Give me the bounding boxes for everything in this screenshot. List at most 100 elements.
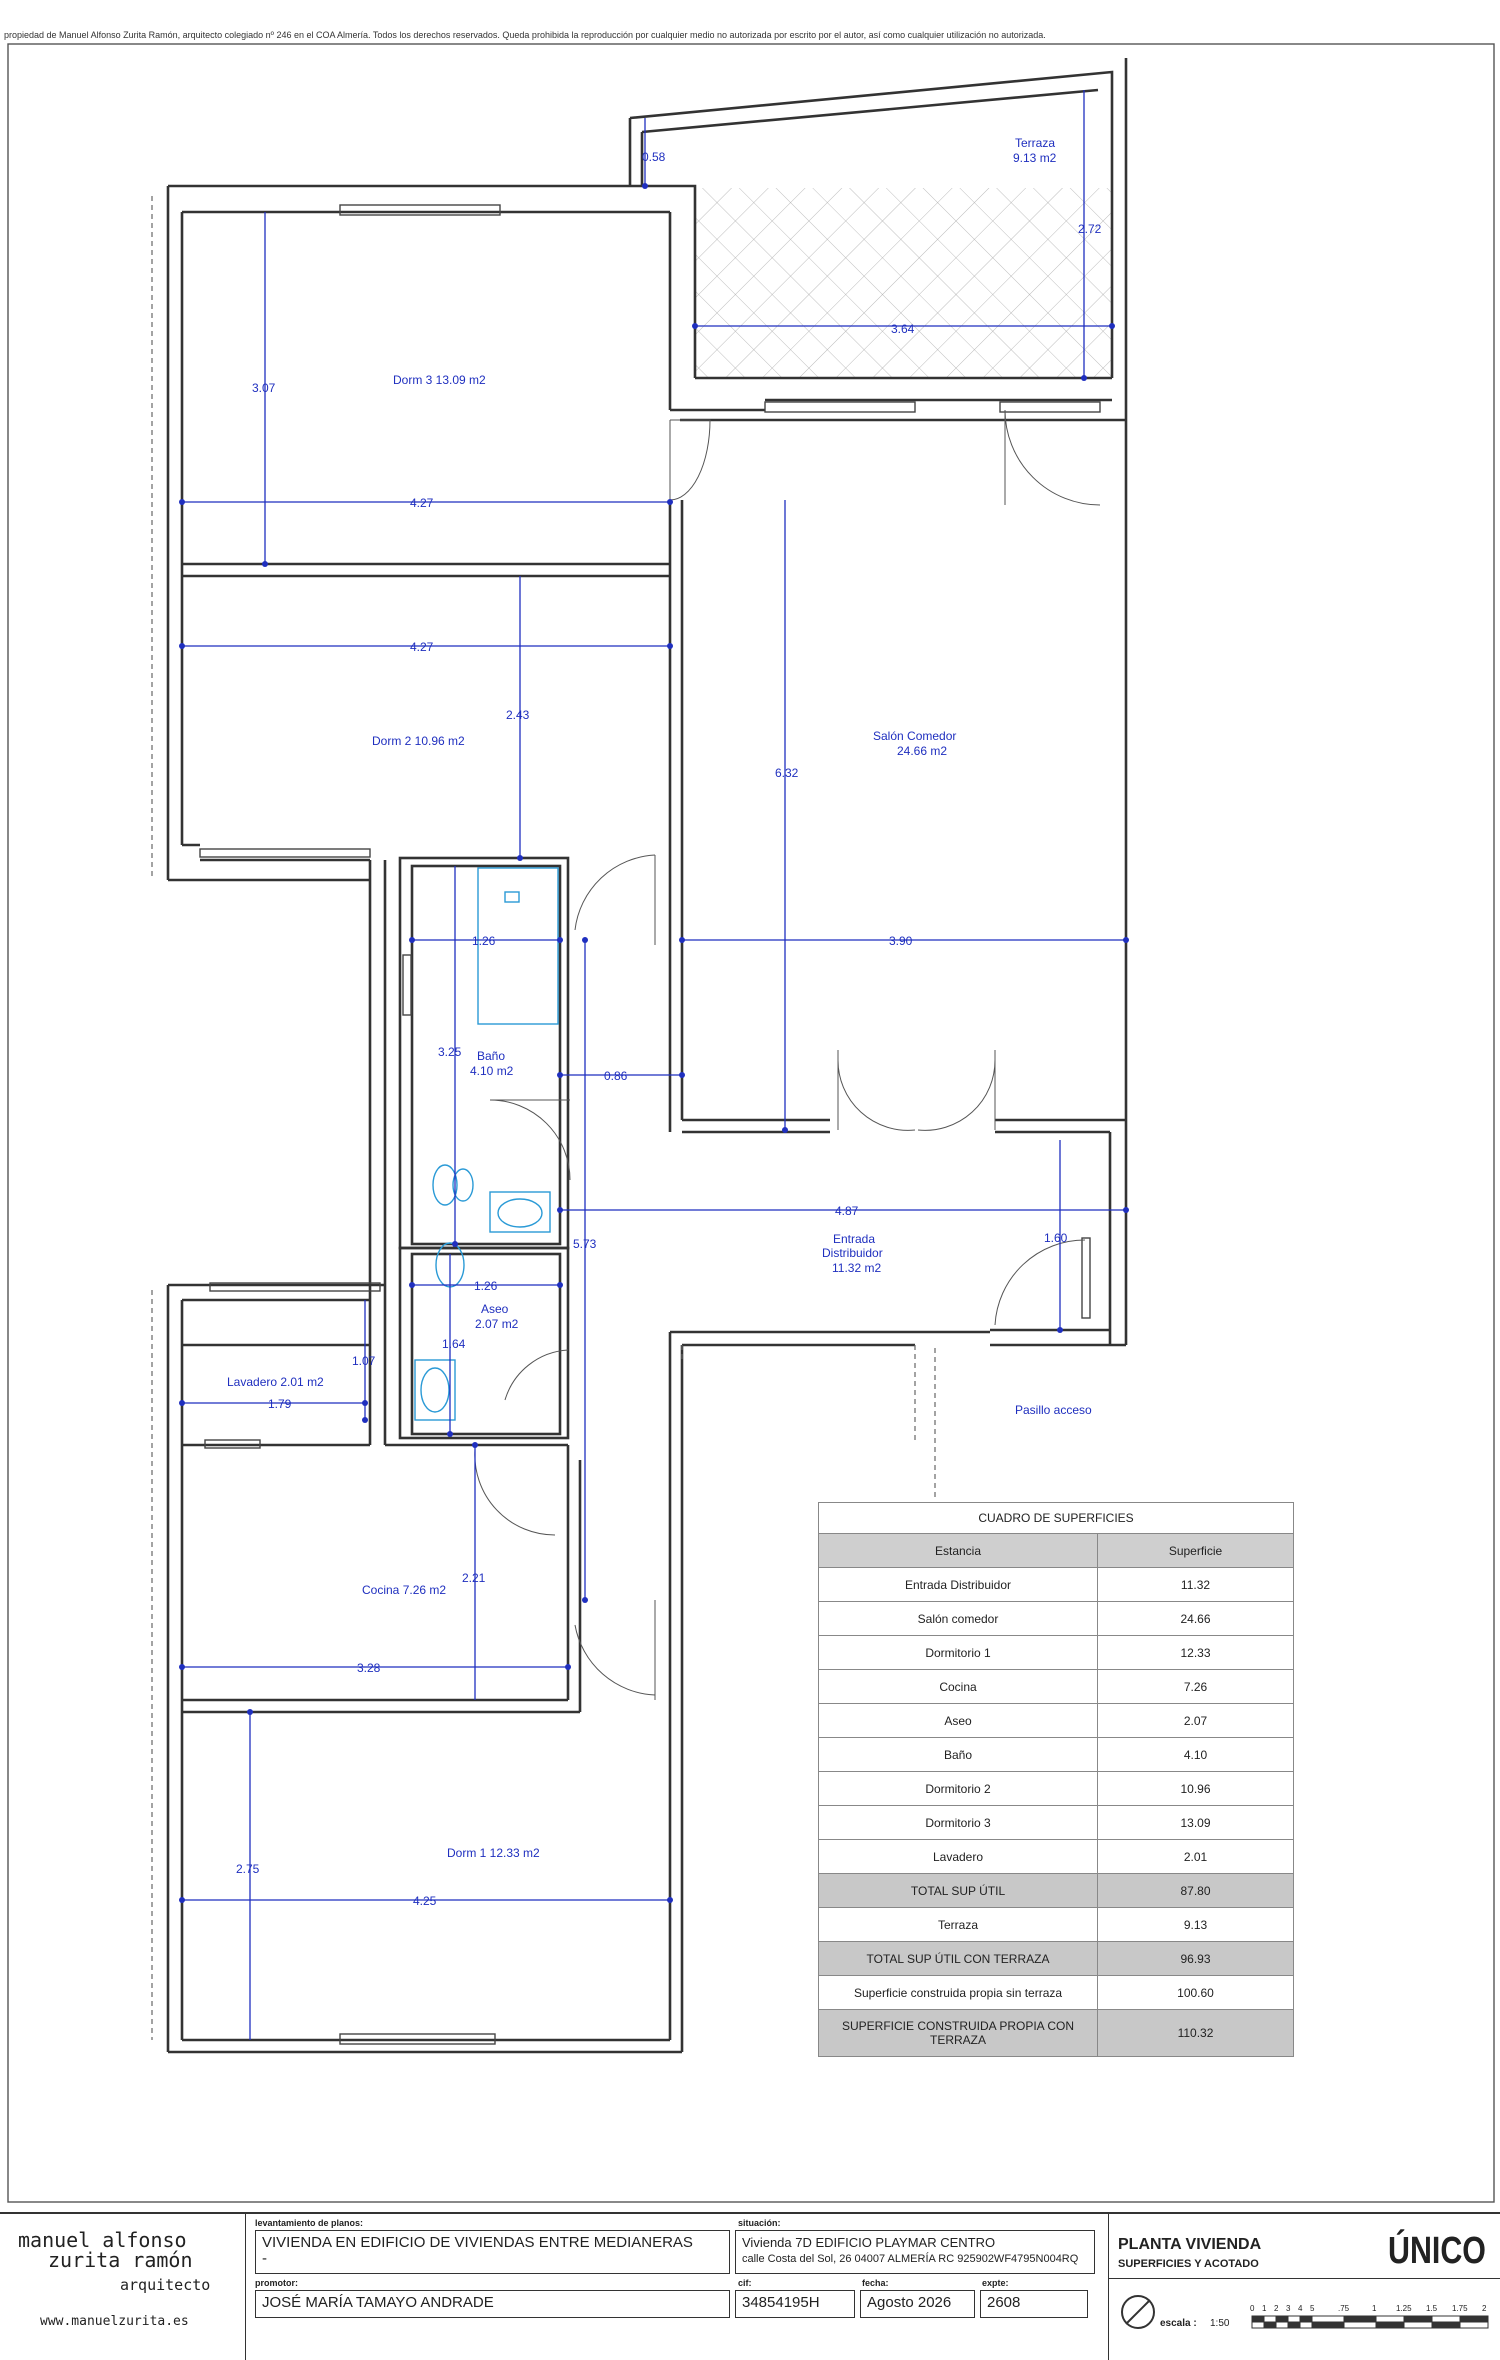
architect-website: www.manuelzurita.es xyxy=(40,2314,189,2329)
label-dorm1: Dorm 1 12.33 m2 xyxy=(447,1846,540,1860)
expte-field: 2608 xyxy=(980,2290,1088,2318)
dim-427b: 4.27 xyxy=(410,640,434,654)
label-cif: cif: xyxy=(738,2278,752,2288)
label-bano-name: Baño xyxy=(477,1049,505,1063)
promotor-field: JOSÉ MARÍA TAMAYO ANDRADE xyxy=(255,2290,730,2318)
scale-ticks: 0 1 2 3 4 5 .75 1 1.25 1.5 1.75 2 xyxy=(1250,2304,1490,2316)
scale-bar xyxy=(1251,2315,1489,2329)
dim-425: 4.25 xyxy=(413,1894,437,1908)
dashed-boundaries xyxy=(151,196,936,2040)
dim-179: 1.79 xyxy=(268,1397,292,1411)
label-entrada-area: 11.32 m2 xyxy=(832,1261,881,1275)
cif-field: 34854195H xyxy=(735,2290,855,2318)
label-bano-area: 4.10 m2 xyxy=(470,1064,514,1078)
dim-487: 4.87 xyxy=(835,1204,859,1218)
scale-tick: 0 xyxy=(1250,2304,1255,2313)
title-block: manuel alfonso zurita ramón arquitecto w… xyxy=(0,2212,1500,2360)
project-dash: - xyxy=(262,2250,267,2267)
dim-632: 6.32 xyxy=(775,766,799,780)
label-salon-name: Salón Comedor xyxy=(873,729,956,743)
table-head-superficie: Superficie xyxy=(1097,1533,1294,1568)
scale-tick: 4 xyxy=(1298,2304,1303,2313)
table-row-construida: Superficie construida propia sin terraza… xyxy=(818,1975,1294,2010)
bathroom-fixtures xyxy=(414,867,559,1421)
dim-160: 1.60 xyxy=(1044,1231,1068,1245)
project-field: VIVIENDA EN EDIFICIO DE VIVIENDAS ENTRE … xyxy=(255,2230,730,2274)
label-terraza-area: 9.13 m2 xyxy=(1013,151,1057,165)
escala-label: escala : xyxy=(1160,2318,1197,2329)
dim-107: 1.07 xyxy=(352,1354,376,1368)
label-entrada-2: Distribuidor xyxy=(822,1246,883,1260)
sheet-number: ÚNICO xyxy=(1388,2230,1486,2272)
escala-value: 1:50 xyxy=(1210,2318,1230,2329)
label-aseo-area: 2.07 m2 xyxy=(475,1317,519,1331)
situacion-line2: calle Costa del Sol, 26 04007 ALMERÍA RC… xyxy=(742,2253,1079,2265)
situacion-field: Vivienda 7D EDIFICIO PLAYMAR CENTRO call… xyxy=(735,2230,1095,2274)
label-levantamiento: levantamiento de planos: xyxy=(255,2218,364,2228)
table-title: CUADRO DE SUPERFICIES xyxy=(818,1502,1294,1534)
dim-573: 5.73 xyxy=(573,1237,597,1251)
label-fecha: fecha: xyxy=(862,2278,889,2288)
bath-block xyxy=(385,856,570,1447)
label-dorm2: Dorm 2 10.96 m2 xyxy=(372,734,465,748)
dim-390: 3.90 xyxy=(889,934,913,948)
label-expte: expte: xyxy=(982,2278,1009,2288)
dim-058: 0.58 xyxy=(642,150,666,164)
dim-307: 3.07 xyxy=(252,381,276,395)
scale-tick: 1.5 xyxy=(1426,2304,1438,2313)
architect-name-line2: zurita ramón xyxy=(48,2248,193,2272)
surfaces-table: CUADRO DE SUPERFICIES Estancia Superfici… xyxy=(818,1502,1294,2057)
label-cocina: Cocina 7.26 m2 xyxy=(362,1583,446,1597)
north-icon xyxy=(1121,2295,1155,2329)
dim-364: 3.64 xyxy=(891,322,915,336)
drawing-frame xyxy=(7,43,1495,2203)
label-situacion: situación: xyxy=(738,2218,781,2228)
architect-name-line1: manuel alfonso xyxy=(18,2228,187,2252)
label-terraza-name: Terraza xyxy=(1015,136,1055,150)
dim-164: 1.64 xyxy=(442,1337,466,1351)
scale-tick: 3 xyxy=(1286,2304,1291,2313)
dimension-lines xyxy=(182,90,1126,2040)
scale-tick: 1.75 xyxy=(1452,2304,1468,2313)
fecha-field: Agosto 2026 xyxy=(860,2290,975,2318)
scale-tick: 1.25 xyxy=(1396,2304,1412,2313)
table-head-estancia: Estancia xyxy=(818,1533,1098,1568)
scale-tick: 1 xyxy=(1372,2304,1377,2313)
table-row-construida-terraza: SUPERFICIE CONSTRUIDA PROPIA CON TERRAZA… xyxy=(818,2009,1294,2057)
scale-tick: 2 xyxy=(1274,2304,1279,2313)
terraza-walls xyxy=(628,58,1128,1345)
dim-325: 3.25 xyxy=(438,1045,462,1059)
label-lavadero: Lavadero 2.01 m2 xyxy=(227,1375,324,1389)
dim-243: 2.43 xyxy=(506,708,530,722)
label-promotor: promotor: xyxy=(255,2278,298,2288)
left-lower-walls xyxy=(166,1283,990,2054)
scale-tick: .75 xyxy=(1338,2304,1350,2313)
dim-086: 0.86 xyxy=(604,1069,628,1083)
dim-427a: 4.27 xyxy=(410,496,434,510)
situacion-line1: Vivienda 7D EDIFICIO PLAYMAR CENTRO xyxy=(742,2235,996,2250)
label-dorm3: Dorm 3 13.09 m2 xyxy=(393,373,486,387)
label-entrada-1: Entrada xyxy=(833,1232,875,1246)
windows xyxy=(199,204,1101,2045)
label-salon-area: 24.66 m2 xyxy=(897,744,947,758)
scale-tick: 1 xyxy=(1262,2304,1267,2313)
label-aseo-name: Aseo xyxy=(481,1302,509,1316)
project-name: VIVIENDA EN EDIFICIO DE VIVIENDAS ENTRE … xyxy=(262,2234,693,2251)
scale-tick: 2 xyxy=(1482,2304,1487,2313)
architect-role: arquitecto xyxy=(120,2276,211,2294)
plan-subtitle: SUPERFICIES Y ACOTADO xyxy=(1118,2258,1259,2270)
dimension-dots xyxy=(179,183,1129,1903)
doors xyxy=(474,409,1101,1700)
scale-tick: 5 xyxy=(1310,2304,1315,2313)
